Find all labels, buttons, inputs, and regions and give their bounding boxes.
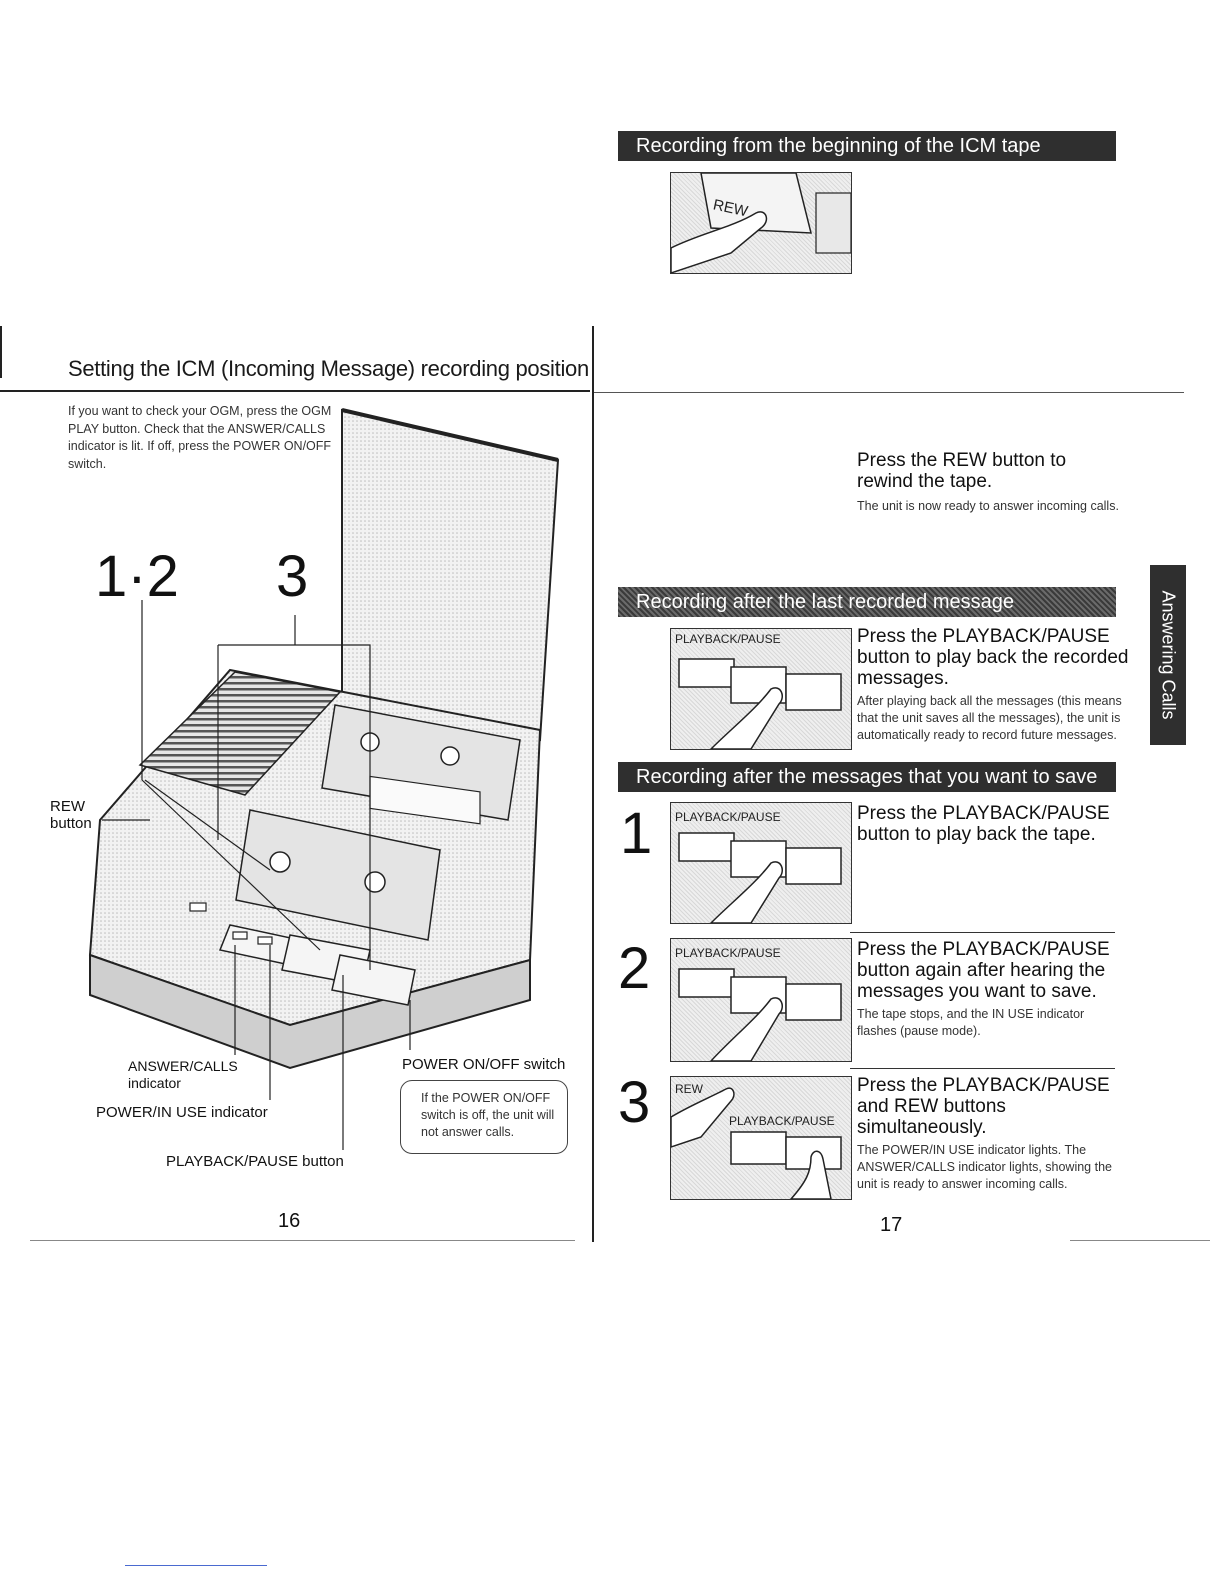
step-note-rew: The unit is now ready to answer incoming… [857,499,1119,513]
left-margin-mark [0,326,2,378]
answering-machine-illustration [88,408,560,1150]
right-top-rule [594,392,1184,393]
side-tab-answering-calls: Answering Calls [1150,565,1186,745]
step-title-2: Press the PLAYBACK/PAUSE button again af… [857,939,1110,1002]
answer-calls-indicator-label: ANSWER/CALLS indicator [128,1058,238,1091]
step-note-3: The POWER/IN USE indicator lights. The A… [857,1143,1112,1191]
photo-step-2: PLAYBACK/PAUSE [670,938,852,1062]
step-digit-2: 2 [618,936,651,1001]
step-note-2: The tape stops, and the IN USE indicator… [857,1007,1085,1038]
banner-beginning-of-tape: Recording from the beginning of the ICM … [618,131,1116,161]
step-divider-1 [850,932,1115,933]
left-page-number: 16 [278,1210,301,1232]
step-label-1-2: 1·2 [95,544,179,609]
playback-pause-button-label: PLAYBACK/PAUSE button [166,1153,344,1170]
photo-playback-pause-a: PLAYBACK/PAUSE [670,628,852,750]
photo-step-3: REW PLAYBACK/PAUSE [670,1076,852,1200]
photo-rew-button: REW [670,172,852,274]
banner-after-saved-messages: Recording after the messages that you wa… [618,762,1116,792]
title-underline [0,390,590,392]
rew-button-label: REW button [50,798,92,832]
step-block-2: Press the PLAYBACK/PAUSE button again af… [857,939,1127,1040]
step-title-rew: Press the REW button to rewind the tape. [857,450,1067,492]
step-title-1: Press the PLAYBACK/PAUSE button to play … [857,803,1110,845]
right-page-number: 17 [880,1214,903,1236]
power-in-use-indicator-label: POWER/IN USE indicator [96,1104,268,1121]
page-title: Setting the ICM (Incoming Message) recor… [68,356,589,381]
step-block-1: Press the PLAYBACK/PAUSE button to play … [857,803,1127,845]
right-bottom-rule [1070,1240,1210,1241]
step-digit-1: 1 [620,801,653,866]
step-note-playback: After playing back all the messages (thi… [857,694,1122,742]
left-bottom-rule [30,1240,575,1241]
photo-label-step-2: PLAYBACK/PAUSE [675,946,781,960]
power-switch-label: POWER ON/OFF switch [402,1056,566,1073]
step-title-playback: Press the PLAYBACK/PAUSE button to play … [857,626,1129,689]
step-label-3: 3 [276,544,309,609]
bottom-blue-underline [125,1565,267,1566]
photo-label-step-3-playback: PLAYBACK/PAUSE [729,1114,835,1128]
center-spine [592,326,594,1242]
step-title-3: Press the PLAYBACK/PAUSE and REW buttons… [857,1075,1110,1138]
step-block-rew: Press the REW button to rewind the tape.… [857,450,1127,515]
banner-after-last-message: Recording after the last recorded messag… [618,587,1116,617]
step-block-playback: Press the PLAYBACK/PAUSE button to play … [857,626,1132,744]
power-switch-note: If the POWER ON/OFF switch is off, the u… [400,1080,568,1154]
photo-step-1: PLAYBACK/PAUSE [670,802,852,924]
photo-label-playback-a: PLAYBACK/PAUSE [675,632,781,646]
photo-label-step-3-rew: REW [675,1082,704,1096]
step-block-3: Press the PLAYBACK/PAUSE and REW buttons… [857,1075,1127,1193]
photo-label-step-1: PLAYBACK/PAUSE [675,810,781,824]
intro-text: If you want to check your OGM, press the… [68,404,332,471]
step-digit-3: 3 [618,1070,651,1135]
step-divider-2 [850,1068,1115,1069]
